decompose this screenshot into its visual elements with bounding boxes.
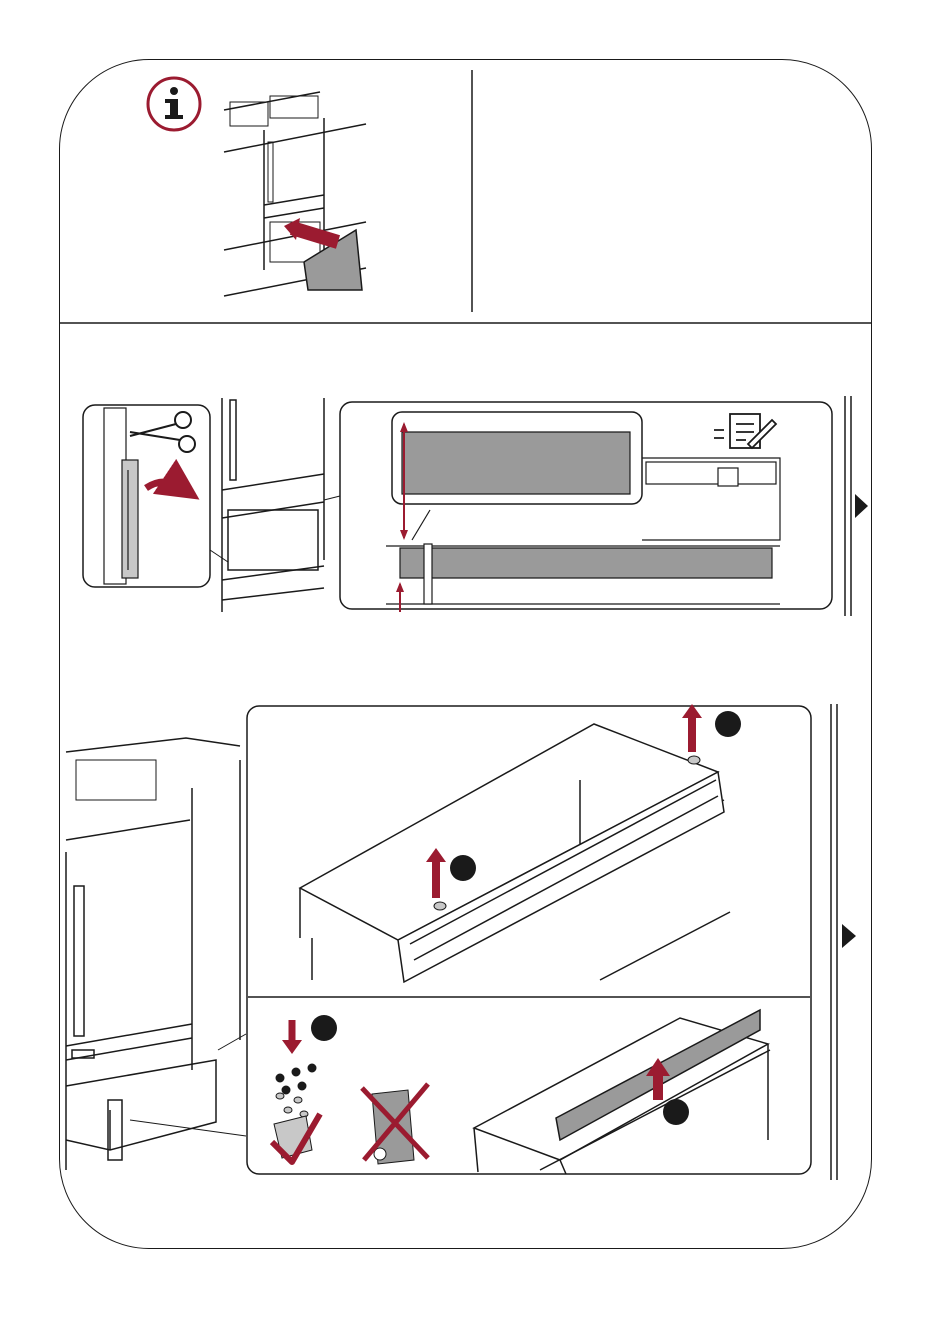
step-marker-right <box>663 1099 689 1125</box>
next-arrow-icon-2 <box>842 924 856 948</box>
next-arrow-icon <box>855 494 868 518</box>
fridge-open-drawer-illustration <box>66 738 240 1170</box>
step-marker-left <box>311 1015 337 1041</box>
fridge-drawer-panel-illustration <box>224 92 366 296</box>
insert-arrow <box>292 228 338 242</box>
fridge-front-illustration <box>222 398 324 612</box>
info-icon <box>148 78 200 130</box>
